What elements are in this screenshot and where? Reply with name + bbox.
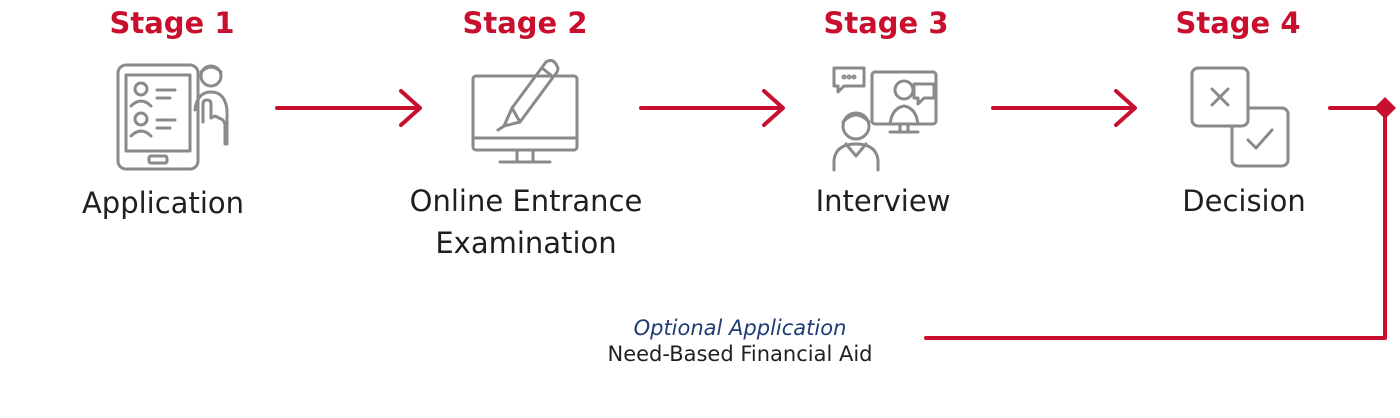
stage-4-label: Decision — [1182, 184, 1306, 218]
optional-application-heading: Optional Application — [633, 316, 847, 340]
stage-3-label: Interview — [815, 184, 951, 218]
stage-1-title: Stage 1 — [109, 6, 235, 40]
arrow-stage1-to-stage2 — [275, 89, 422, 127]
stage-3-title: Stage 3 — [823, 6, 949, 40]
application-form-icon — [116, 63, 229, 171]
monitor-pen-icon — [471, 58, 579, 164]
branch-diamond — [1374, 97, 1396, 119]
financial-aid-label: Need-Based Financial Aid — [607, 342, 873, 366]
stage-2-title: Stage 2 — [462, 6, 588, 40]
stage-4-title: Stage 4 — [1175, 6, 1301, 40]
arrow-stage2-to-stage3 — [639, 89, 785, 127]
arrow-stage3-to-stage4 — [991, 89, 1137, 127]
optional-branch-line — [924, 106, 1387, 340]
stage-2-label: Online Entrance Examination — [409, 184, 643, 260]
stage-1-label: Application — [81, 186, 245, 220]
decision-cross-check-icon — [1190, 66, 1290, 168]
video-interview-icon — [832, 66, 938, 172]
